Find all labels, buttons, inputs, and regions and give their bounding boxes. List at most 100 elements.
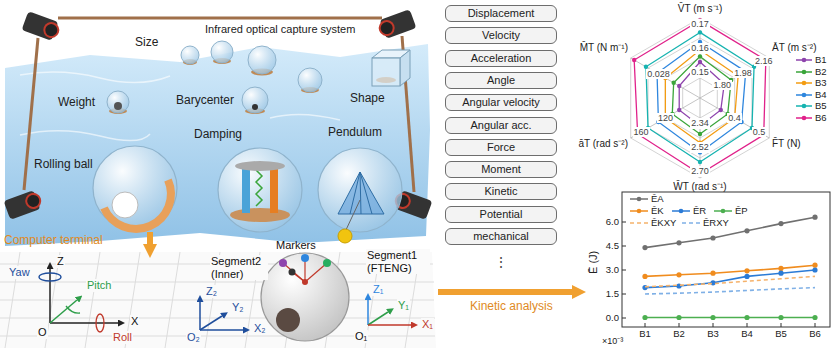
data-point: [812, 315, 817, 320]
legend-dot: [637, 197, 642, 202]
legend-line: [682, 222, 700, 224]
axis-label: O₂: [186, 331, 201, 344]
tick-label: 0.5: [752, 127, 767, 137]
legend-dot: [802, 81, 807, 86]
tick-label: 3.0: [606, 265, 619, 276]
quantity-box: Angular velocity: [445, 94, 557, 111]
damping-device: [242, 167, 250, 213]
legend-text: ĒK: [651, 205, 664, 217]
quantity-text: Acceleration: [471, 52, 532, 64]
ground-grid: [165, 252, 180, 348]
water-surface: [20, 131, 150, 141]
tick-label: 4.5: [606, 241, 619, 252]
coordinate-axes: [368, 324, 411, 326]
legend-text: ĒP: [735, 205, 748, 217]
data-point: [812, 263, 817, 268]
scale-note: ×10⁻³: [602, 336, 623, 346]
quantity-text: Kinetic: [484, 185, 517, 197]
marker-sphere: [261, 253, 349, 341]
tick-label: 2.34: [690, 118, 710, 128]
tick-label: 120: [657, 113, 674, 123]
data-point: [778, 271, 783, 276]
axis-label: X: [130, 315, 139, 328]
radar-point: [677, 84, 681, 88]
pendulum-device: [318, 148, 402, 232]
data-point: [710, 271, 715, 276]
legend-dot: [802, 92, 807, 97]
axis-tick: [747, 323, 748, 327]
rolling-ball-device: [93, 146, 177, 230]
data-point: [744, 268, 749, 273]
legend-text: B5: [815, 100, 827, 112]
quantity-box: Acceleration: [445, 50, 557, 67]
quantity-box: Potential: [445, 206, 557, 223]
axis-tick: [713, 323, 714, 327]
marker-sphere: [276, 308, 300, 332]
legend-sample: [796, 100, 812, 112]
quantity-text: Angle: [487, 74, 515, 86]
damping-device: [235, 161, 285, 171]
legend-sample: [630, 217, 648, 229]
axis-label: X₁: [421, 318, 434, 331]
water-surface: [270, 114, 340, 120]
damping-device: [218, 148, 302, 232]
radar-point: [632, 58, 636, 62]
ground-grid: [0, 300, 434, 301]
tick-label: 1.80: [712, 80, 732, 90]
quantity-box: Moment: [445, 161, 557, 178]
axis-label: O: [37, 326, 48, 339]
coordinate-axes: [66, 306, 80, 313]
quantity-text: Displacement: [468, 7, 535, 19]
data-point: [778, 266, 783, 271]
radar-series: [665, 50, 738, 143]
quantity-text: Moment: [481, 163, 521, 175]
coordinate-axes: [367, 300, 369, 325]
marker-sphere: [323, 259, 331, 267]
axis-label: Y₁: [397, 299, 410, 312]
axis-tick: [622, 222, 626, 223]
legend-dot: [802, 115, 807, 120]
tick-label: 2.16: [754, 56, 774, 66]
camera-frame: [58, 17, 382, 20]
quantity-box: Angle: [445, 72, 557, 89]
tick-label: 1.98: [733, 68, 753, 78]
damping-device: [230, 208, 290, 222]
data-point: [710, 235, 715, 240]
factor-label: Damping: [194, 128, 242, 142]
tick-label: 0.028: [646, 69, 671, 79]
factor-label: Rolling ball: [34, 158, 93, 172]
legend-sample: [672, 205, 690, 217]
marker-sphere: [305, 263, 327, 282]
legend-text: ĒA: [651, 193, 664, 205]
radar-point: [698, 30, 702, 34]
data-point: [676, 283, 681, 288]
axis-tick: [622, 246, 626, 247]
quantity-box: Angular acc.: [445, 117, 557, 134]
axis-label: Z₂: [205, 285, 218, 298]
axis-tick: [622, 270, 626, 271]
quantity-text: Potential: [480, 208, 523, 220]
small-device: [107, 41, 410, 114]
data-point: [676, 272, 681, 277]
rolling-ball-device: [93, 146, 177, 230]
radar-point: [698, 60, 702, 64]
radar-series: [634, 20, 766, 174]
pendulum-device: [350, 172, 360, 214]
legend-line: [630, 222, 648, 224]
axis-label: Yaw: [8, 266, 31, 279]
factor-label: Size: [135, 36, 158, 50]
segment-label: Segment2 (Inner): [210, 255, 268, 280]
data-line: [645, 270, 815, 288]
marker-sphere: [289, 269, 296, 276]
radar-series: [679, 62, 724, 126]
marker-sphere: [302, 279, 308, 285]
axis-tick: [679, 323, 680, 327]
coordinate-axes: [199, 302, 201, 330]
legend-sample: [796, 89, 812, 101]
radar-axis-title: W̄T (rad s⁻¹): [673, 181, 726, 193]
radar-axis-title: F̄T (N): [772, 138, 801, 150]
legend-text: B2: [815, 66, 827, 78]
radar-point: [671, 81, 675, 85]
legend-dot: [802, 69, 807, 74]
